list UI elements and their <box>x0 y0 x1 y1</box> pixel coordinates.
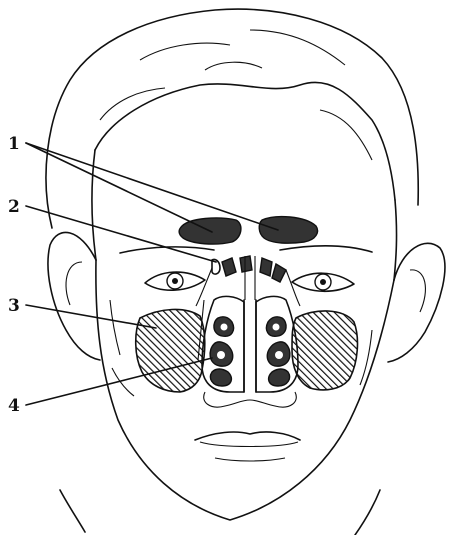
right-ear <box>388 243 445 362</box>
frontal-sinuses <box>179 217 317 244</box>
mouth <box>195 432 300 461</box>
nasal-cavity <box>202 296 298 392</box>
left-eye <box>145 272 205 290</box>
label-4: 4 <box>8 396 20 416</box>
left-ear <box>48 232 100 360</box>
maxillary-sinuses <box>136 309 358 392</box>
right-eye <box>292 273 354 291</box>
label-1: 1 <box>8 134 20 154</box>
label-2: 2 <box>8 197 20 217</box>
label-3: 3 <box>8 296 20 316</box>
hair <box>46 9 418 228</box>
eyebrows <box>120 246 372 253</box>
